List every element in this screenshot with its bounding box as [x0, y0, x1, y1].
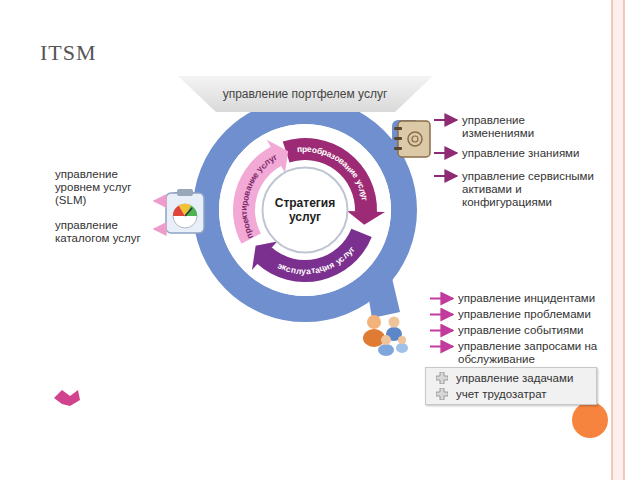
arc-letter: у: [301, 266, 306, 276]
process-label: управление каталогом услуг: [55, 219, 150, 245]
clipboard-icon: [166, 193, 204, 233]
side-line: [611, 0, 613, 480]
strategy-circle-outline: [263, 168, 348, 253]
cycle-arrow-head: [252, 241, 277, 269]
person-head: [381, 335, 391, 345]
pointer-arrow: [430, 314, 453, 316]
cycle-arrow-head: [267, 140, 288, 173]
pointer-arrow: [434, 152, 457, 154]
notebook-ring: [394, 137, 402, 140]
plus-icon: [436, 372, 448, 384]
arc-letter: л: [295, 265, 301, 276]
process-label: управление проблемами: [458, 308, 630, 321]
gauge-needle: [185, 208, 192, 216]
plus-icon: [436, 388, 448, 400]
node-text: учет трудозатрат: [456, 386, 586, 402]
person-head: [398, 336, 406, 344]
arc-letter: т: [239, 210, 249, 215]
ring-inner: [219, 124, 391, 296]
task-box: управление задачамиучет трудозатрат: [425, 367, 597, 405]
arc-letter: и: [239, 205, 249, 211]
arc-letter: г: [360, 197, 371, 202]
person-head: [367, 315, 381, 329]
portfolio-band: управление портфелем услуг: [178, 76, 433, 112]
pointer-arrow: [154, 200, 166, 202]
slide-title: ITSM: [40, 40, 97, 66]
gauge-green: [185, 206, 197, 216]
pointer-arrow: [434, 175, 457, 177]
person-icon: [396, 343, 408, 353]
person-icon: [378, 344, 394, 356]
arc-letter: р: [302, 144, 307, 154]
process-label: управление инцидентами: [458, 292, 630, 305]
corner-ornament: [54, 390, 80, 406]
process-label: управление знаниями: [462, 147, 632, 160]
node-text: управление портфелем услуг: [223, 87, 388, 101]
side-line: [623, 0, 625, 480]
ring-notch: [366, 278, 400, 318]
notebook-swirl: [412, 136, 418, 142]
person-head: [389, 317, 400, 328]
arc-letter: п: [296, 144, 302, 155]
pointer-arrow: [430, 330, 453, 332]
pointer-arrow: [430, 346, 453, 348]
notebook-ring: [394, 147, 402, 150]
node-text: Стратегия услуг: [269, 196, 341, 224]
notebook-ring: [394, 127, 402, 130]
pointer-arrow: [430, 298, 453, 300]
side-band: [612, 0, 624, 480]
service-ring: [206, 111, 404, 309]
pointer-arrow: [434, 119, 457, 121]
gauge-icon: [173, 204, 197, 228]
corner-circle: [572, 402, 608, 438]
clipboard-clip: [177, 189, 193, 196]
pointer-arrow: [154, 228, 166, 230]
portfolio-funnel: [178, 76, 433, 112]
notebook-icon: [398, 121, 430, 157]
strategy-circle: Стратегия услуг: [261, 166, 349, 254]
process-label: управление сервисными активами и конфигу…: [462, 170, 602, 209]
process-label: управление изменениями: [462, 114, 562, 140]
process-label: управление уровнем услуг (SLM): [55, 168, 150, 207]
cycle-label: эксплуатация услуг: [220, 125, 390, 295]
process-label: управление запросами на обслуживание: [458, 340, 630, 366]
plus-shape: [436, 372, 448, 384]
node-text: управление задачами: [456, 370, 586, 386]
process-label: управление событиями: [458, 324, 630, 337]
plus-shape: [436, 388, 448, 400]
cycle-arrow-head: [347, 211, 385, 225]
notebook-swirl: [408, 132, 422, 146]
arc-letter: к: [239, 214, 250, 219]
